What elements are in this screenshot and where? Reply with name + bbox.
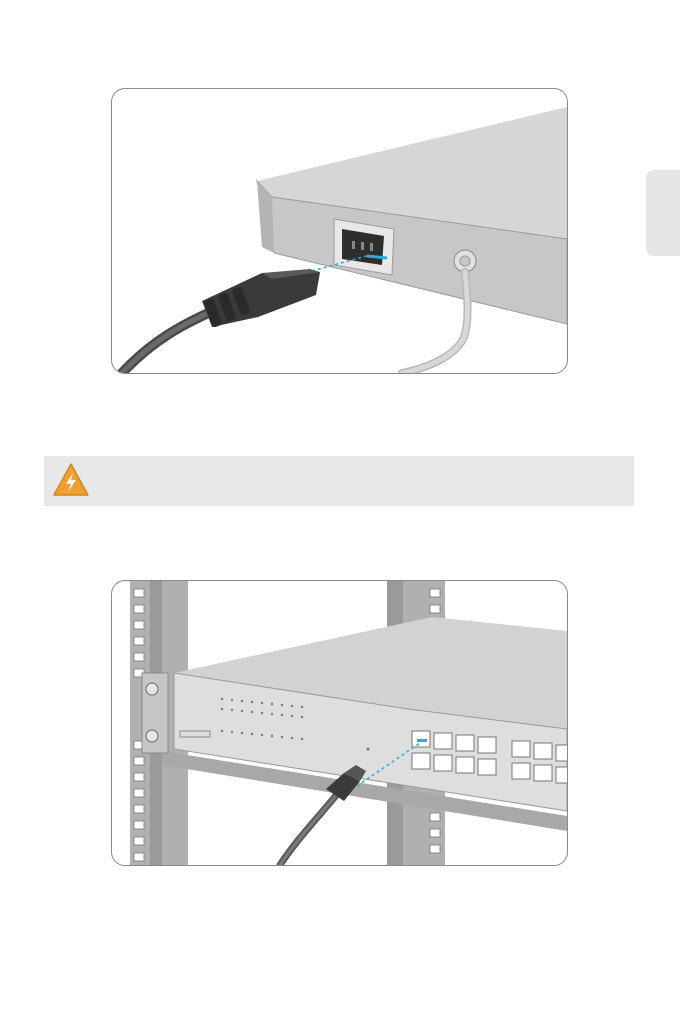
electric-shock-warning-icon xyxy=(52,462,90,498)
warning-note xyxy=(44,456,634,506)
rack-ethernet-figure xyxy=(111,580,568,866)
power-cord-illustration xyxy=(112,89,567,373)
power-cord-figure xyxy=(111,88,568,374)
section-tab xyxy=(646,170,680,256)
rack-switch-illustration xyxy=(112,581,567,865)
